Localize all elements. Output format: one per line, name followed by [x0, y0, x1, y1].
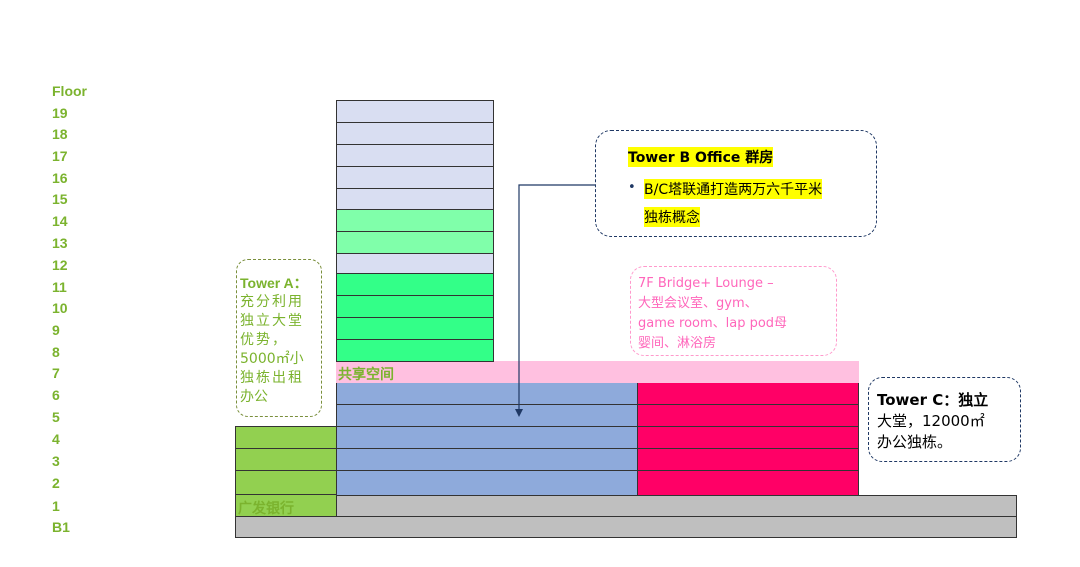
- tower-a-line: 5000㎡小: [240, 351, 304, 367]
- floor-label-19: 19: [52, 105, 68, 121]
- shared-space-label: 共享空间: [338, 367, 394, 383]
- tower-b-floor-5: [336, 404, 638, 427]
- bridge-line: 7F Bridge+ Lounge –: [638, 276, 774, 291]
- floor-label-3: 3: [52, 453, 60, 469]
- tower-a-text: Tower A： 充分利用 独立大堂 优势， 5000㎡小 独栋出租 办公: [240, 274, 322, 407]
- upper-floor-12: [336, 253, 494, 274]
- tower-b-callout: [595, 130, 877, 237]
- bank-label: 广发银行: [238, 501, 294, 517]
- tower-b-line-2: 独栋概念: [644, 207, 700, 227]
- tower-b-floor-2: [336, 470, 638, 496]
- upper-floor-13: [336, 231, 494, 254]
- tower-c-floor-3: [637, 448, 859, 471]
- floor-label-12: 12: [52, 257, 68, 273]
- floor-label-17: 17: [52, 148, 68, 164]
- upper-floor-17: [336, 144, 494, 167]
- shared-space-floor-7: [336, 361, 859, 383]
- tower-c-floor-4: [637, 426, 859, 449]
- bank-floor-1: [235, 494, 337, 517]
- tower-a-callout: [236, 259, 322, 417]
- upper-floor-18: [336, 122, 494, 145]
- tower-c-floor-6: [637, 382, 859, 405]
- upper-floor-9: [336, 317, 494, 340]
- tower-c-line: Tower C：独立: [877, 391, 989, 409]
- floor-label-13: 13: [52, 235, 68, 251]
- floor-label-1: 1: [52, 498, 60, 514]
- tower-a-line: 独立大堂: [240, 313, 304, 329]
- floor-label-18: 18: [52, 126, 68, 142]
- floor-label-15: 15: [52, 191, 68, 207]
- upper-floor-11: [336, 273, 494, 296]
- floor-label-14: 14: [52, 213, 68, 229]
- floor-label-2: 2: [52, 475, 60, 491]
- tower-b-title: Tower B Office 群房: [628, 147, 774, 167]
- upper-floor-10: [336, 295, 494, 318]
- tower-a-line: 优势，: [240, 332, 288, 348]
- tower-a-floor-2: [235, 470, 337, 495]
- ground-slab-1: [235, 495, 1017, 517]
- floor-label-7: 7: [52, 365, 60, 381]
- tower-a-floor-3: [235, 448, 337, 471]
- basement-slab-b1: [235, 516, 1017, 538]
- tower-c-callout: [868, 377, 1021, 462]
- floor-label-8: 8: [52, 344, 60, 360]
- upper-floor-8: [336, 339, 494, 362]
- upper-floor-16: [336, 166, 494, 189]
- floor-label-6: 6: [52, 387, 60, 403]
- floor-label-11: 11: [52, 279, 67, 295]
- tower-a-line: 充分利用: [240, 294, 304, 310]
- floor-label-b1: B1: [52, 519, 70, 535]
- floor-label-10: 10: [52, 300, 68, 316]
- floor-header: Floor: [52, 83, 87, 99]
- floor-label-4: 4: [52, 431, 60, 447]
- upper-floor-14: [336, 209, 494, 232]
- upper-floor-15: [336, 188, 494, 210]
- tower-b-floor-3: [336, 448, 638, 471]
- tower-c-floor-5: [637, 404, 859, 427]
- bridge-line: game room、lap pod母: [638, 316, 788, 331]
- tower-b-line-1: B/C塔联通打造两万六千平米: [644, 179, 823, 199]
- tower-a-line: 办公: [240, 389, 268, 405]
- upper-floor-19: [336, 100, 494, 123]
- bridge-lounge-text: 7F Bridge+ Lounge – 大型会议室、gym、 game room…: [638, 274, 787, 354]
- tower-a-line: 独栋出租: [240, 370, 304, 386]
- tower-b-bullet: •: [628, 180, 636, 195]
- tower-c-line: 办公独栋。: [877, 433, 953, 451]
- floor-label-9: 9: [52, 322, 60, 338]
- tower-c-floor-2: [637, 470, 859, 496]
- bridge-lounge-callout: [630, 266, 837, 356]
- tower-b-floor-6: [336, 382, 638, 405]
- floor-label-5: 5: [52, 409, 60, 425]
- tower-b-floor-4: [336, 426, 638, 449]
- floor-label-16: 16: [52, 170, 68, 186]
- tower-c-text: Tower C：独立 大堂，12000㎡ 办公独栋。: [877, 390, 988, 453]
- tower-a-floor-4: [235, 426, 337, 449]
- tower-a-title: Tower A：: [240, 275, 308, 291]
- bridge-line: 大型会议室、gym、: [638, 296, 758, 311]
- tower-c-line: 大堂，12000㎡: [877, 412, 985, 430]
- bridge-line: 婴间、淋浴房: [638, 336, 717, 351]
